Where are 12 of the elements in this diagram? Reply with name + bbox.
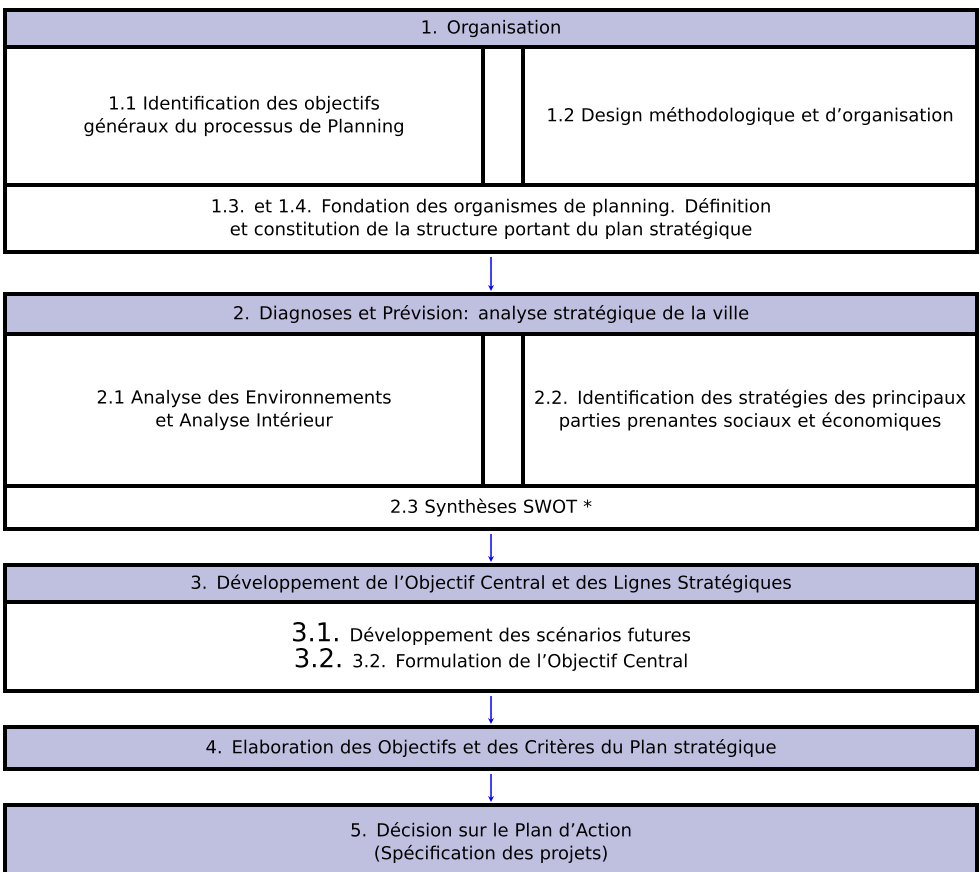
header-band: 3. Développement de l’Objectif Central et des Lignes Stratégiques <box>3 563 980 604</box>
step-box: 4. Elaboration des Objectifs et des Critères du Plan stratégique <box>3 725 980 771</box>
step-cell: 2.2. Identification des stratégies des principaux parties prenantes sociaux et économiques <box>521 332 979 488</box>
step-cell: 3.1. Développement des scénarios futures 3.2. 3.2. Formulation de l’Objectif Central <box>3 600 980 693</box>
header-band: 1. Organisation <box>3 8 980 49</box>
step-cell: 1.1 Identification des objectifs généraux du processus de Planning <box>3 45 486 187</box>
step-cell: 2.1 Analyse des Environnements et Analyse Intérieur <box>3 332 486 488</box>
step-cell: 2.3 Synthèses SWOT * <box>3 484 980 531</box>
step-cell: 1.2 Design méthodologique et d’organisation <box>521 45 979 187</box>
step-cell: 1.3. et 1.4. Fondation des organismes de planning. Définition et constitution de la structure portant du plan stratégique <box>3 183 980 254</box>
header-band: 2. Diagnoses et Prévision: analyse stratégique de la ville <box>3 292 980 336</box>
step-box: 5. Décision sur le Plan d’Action (Spécification des projets) <box>3 803 980 872</box>
